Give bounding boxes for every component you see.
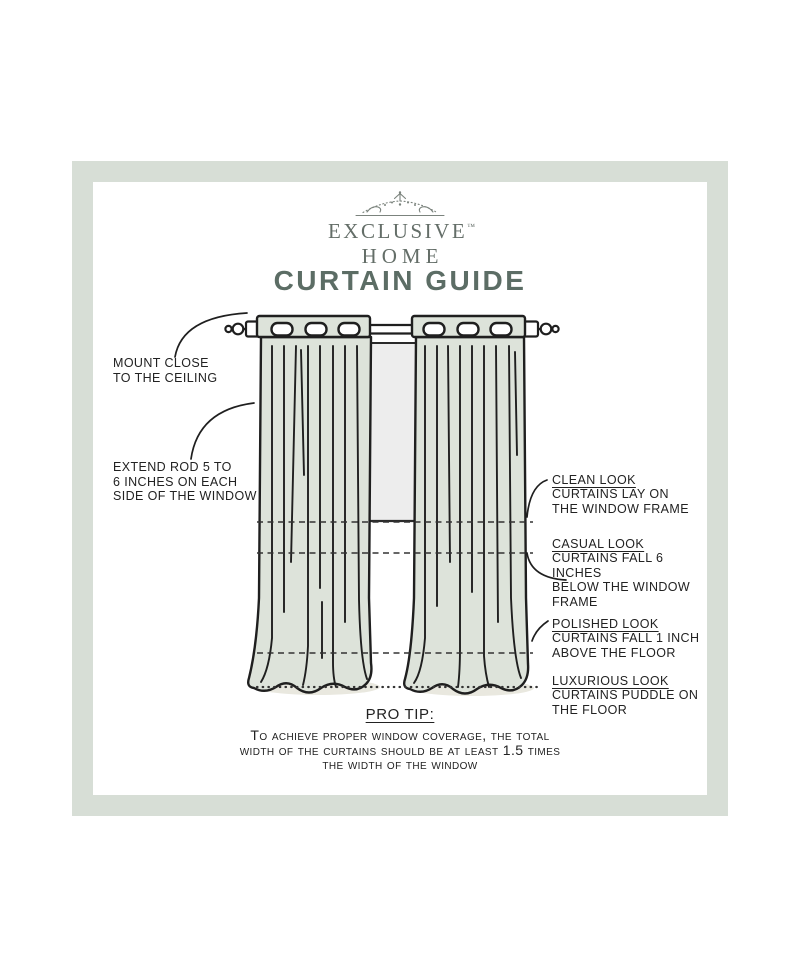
curtain-diagram [174, 312, 567, 696]
fold-lines-left [260, 345, 368, 688]
annotation-extend-rod: EXTEND ROD 5 TO 6 INCHES ON EACH SIDE OF… [113, 460, 257, 503]
casual-look-heading: CASUAL LOOK [552, 536, 645, 551]
brand-name-line2: HOME [361, 244, 444, 268]
leader-arc-clean [526, 479, 548, 518]
leader-arc-casual [526, 552, 567, 581]
luxurious-look-body: CURTAINS PUDDLE ON THE FLOOR [552, 688, 699, 717]
annotation-mount-close: MOUNT CLOSE TO THE CEILING [113, 356, 218, 385]
window [367, 342, 417, 523]
sage-border-frame: EXCLUSIVE™ HOME CURTAIN GUIDE [72, 161, 728, 816]
leader-arc-polished [531, 620, 549, 642]
pro-tip-section: PRO TIP: To achieve proper window covera… [93, 706, 707, 772]
trademark-symbol: ™ [467, 222, 475, 231]
fold-lines-right [413, 345, 522, 688]
crown-ornament-icon [355, 191, 445, 217]
leader-arc-mount [174, 312, 248, 358]
grommet-tabs-right [422, 321, 513, 337]
brand-logo: EXCLUSIVE™ HOME [93, 191, 707, 267]
frame-content: EXCLUSIVE™ HOME CURTAIN GUIDE [93, 182, 707, 795]
page-title: CURTAIN GUIDE [273, 265, 527, 296]
curtain-panel-right [402, 314, 530, 695]
curtain-panel-left [246, 314, 373, 694]
polished-look-body: CURTAINS FALL 1 INCH ABOVE THE FLOOR [552, 631, 700, 660]
brand-word: EXCLUSIVE [327, 219, 468, 243]
brand-name-line1: EXCLUSIVE™ [93, 221, 707, 242]
luxurious-look-heading: LUXURIOUS LOOK [552, 673, 669, 688]
pro-tip-body: To achieve proper window coverage, the t… [239, 727, 561, 772]
leader-arc-extend [190, 402, 255, 460]
clean-look-heading: CLEAN LOOK [552, 472, 636, 487]
clean-look-body: CURTAINS LAY ON THE WINDOW FRAME [552, 487, 689, 516]
grommet-tabs-left [270, 321, 361, 337]
pro-tip-heading: PRO TIP: [365, 706, 435, 723]
casual-look-body: CURTAINS FALL 6 INCHES BELOW THE WINDOW … [552, 551, 691, 609]
polished-look-heading: POLISHED LOOK [552, 616, 659, 631]
